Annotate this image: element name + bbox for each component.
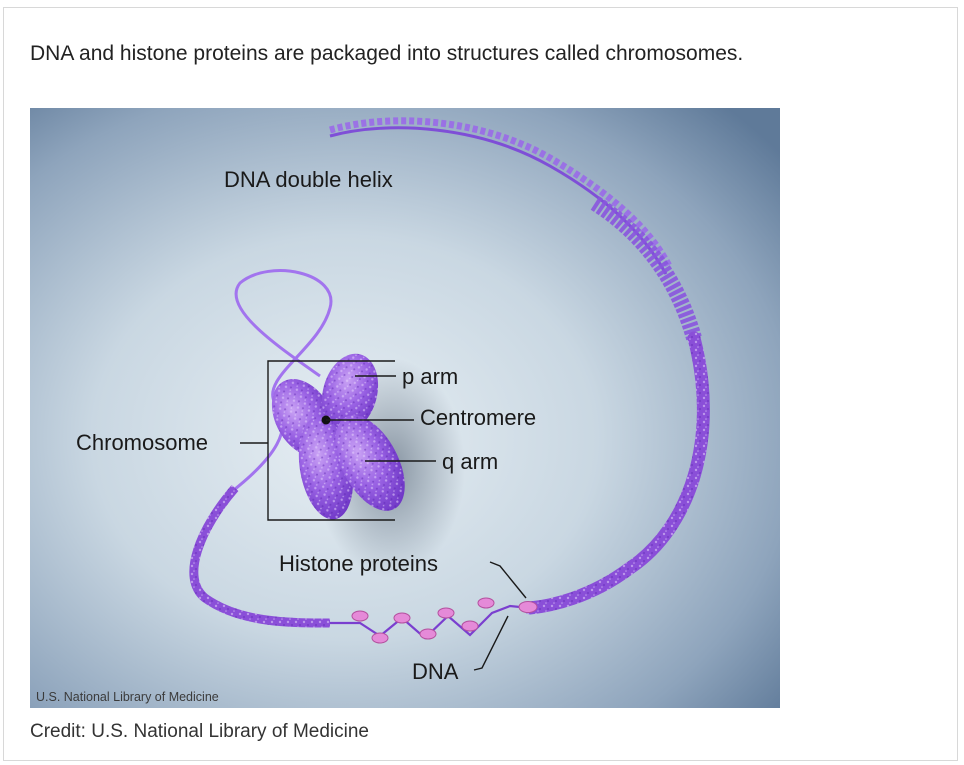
intro-text: DNA and histone proteins are packaged in… bbox=[30, 42, 744, 65]
dna-double-helix bbox=[329, 117, 702, 341]
chromosome bbox=[271, 353, 405, 520]
histone-protein bbox=[351, 597, 538, 644]
label-q-arm: q arm bbox=[442, 449, 498, 474]
label-dna-double-helix: DNA double helix bbox=[224, 167, 393, 192]
label-p-arm: p arm bbox=[402, 364, 458, 389]
chromatin-fiber bbox=[189, 269, 710, 628]
chromosome-bracket bbox=[240, 360, 395, 521]
label-histone-proteins: Histone proteins bbox=[279, 551, 438, 576]
content-card: DNA and histone proteins are packaged in… bbox=[3, 7, 958, 761]
nucleosome-chain bbox=[330, 597, 538, 644]
nlm-watermark: U.S. National Library of Medicine bbox=[36, 690, 219, 704]
label-chromosome: Chromosome bbox=[76, 430, 208, 455]
label-centromere: Centromere bbox=[420, 405, 536, 430]
image-credit: Credit: U.S. National Library of Medicin… bbox=[30, 721, 369, 742]
label-dna: DNA bbox=[412, 659, 459, 684]
leader-lines bbox=[326, 375, 527, 671]
chromosome-diagram: DNA double helix p arm Centromere q arm … bbox=[30, 108, 780, 708]
